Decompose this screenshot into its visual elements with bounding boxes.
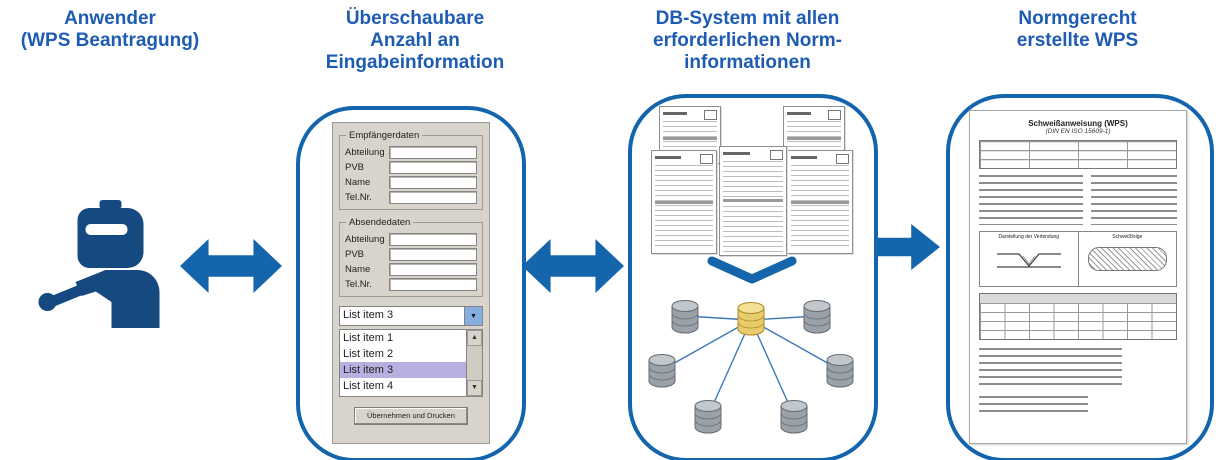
name-label: Name — [345, 264, 371, 275]
doc-title-bar — [663, 112, 688, 115]
sender-abteilung-input[interactable] — [389, 233, 477, 246]
sequence-section: Schweißfolge — [1077, 232, 1177, 286]
step-title-anwender: Anwender (WPS Beantragung) — [10, 8, 210, 52]
title-line: erstellte WPS — [1016, 30, 1139, 51]
group-legend: Absendedaten — [346, 217, 414, 228]
doc-title-bar — [791, 156, 818, 159]
list-item-selected[interactable]: List item 3 — [340, 362, 466, 378]
pvb-label: PVB — [345, 249, 365, 260]
list-item-listbox: List item 1 List item 2 List item 3 List… — [339, 329, 483, 397]
norm-document-thumbnail — [787, 150, 853, 254]
wps-parameters-table — [979, 293, 1177, 340]
database-network — [648, 300, 854, 434]
weld-sequence-diagram — [1087, 247, 1167, 271]
scroll-up-button[interactable]: ▲ — [467, 330, 482, 346]
title-line: Anzahl an — [370, 30, 460, 51]
wps-diagrams: Darstellung der Verbindung Schweißfolge — [979, 231, 1177, 287]
recipient-pvb-input[interactable] — [389, 161, 477, 174]
listbox-items: List item 1 List item 2 List item 3 List… — [340, 330, 466, 396]
wps-subtitle: (DIN EN ISO 15609-1) — [1045, 128, 1111, 135]
wps-document: Schweißanweisung (WPS) (DIN EN ISO 15609… — [969, 110, 1187, 444]
recipient-telnr-input[interactable] — [389, 191, 477, 204]
joint-section-caption: Darstellung der Verbindung — [998, 234, 1060, 240]
doc-text-lines — [723, 161, 783, 252]
recipient-name-input[interactable] — [389, 176, 477, 189]
din-logo-box — [704, 110, 717, 120]
doc-title-bar — [655, 156, 682, 159]
listbox-scrollbar[interactable]: ▲ ▼ — [466, 330, 482, 396]
database-icon — [803, 300, 831, 334]
wps-text-block — [979, 396, 1088, 412]
input-form-panel: Empfängerdaten Abteilung PVB Name Tel.Nr… — [296, 106, 526, 460]
group-legend: Empfängerdaten — [346, 130, 423, 141]
wps-header-table — [979, 140, 1177, 169]
database-icon — [694, 400, 722, 434]
title-line: informationen — [684, 52, 811, 73]
database-icon — [780, 400, 808, 434]
list-item-combobox[interactable]: List item 3 ▼ — [339, 306, 483, 326]
abteilung-label: Abteilung — [345, 147, 385, 158]
weld-joint-diagram — [996, 253, 1061, 268]
sequence-section-caption: Schweißfolge — [1112, 234, 1143, 240]
database-icon — [648, 354, 676, 388]
din-logo-box — [828, 110, 841, 120]
telnr-label: Tel.Nr. — [345, 279, 372, 290]
db-system-panel — [628, 94, 878, 460]
chevron-down-icon — [707, 256, 797, 284]
scroll-down-button[interactable]: ▼ — [467, 380, 482, 396]
abteilung-label: Abteilung — [345, 234, 385, 245]
doc-title-bar — [723, 152, 750, 155]
title-line: Anwender — [64, 8, 156, 29]
double-arrow-icon — [180, 239, 282, 293]
step-title-wps: Normgerecht erstellte WPS — [960, 8, 1195, 52]
sender-telnr-input[interactable] — [389, 278, 477, 291]
wps-info-block — [979, 175, 1177, 225]
empfaengerdaten-group: Empfängerdaten Abteilung PVB Name Tel.Nr… — [339, 130, 483, 210]
step-title-eingabe: Überschaubare Anzahl an Eingabeinformati… — [300, 8, 530, 74]
doc-text-lines — [791, 165, 849, 250]
din-logo-box — [836, 154, 849, 164]
sender-name-input[interactable] — [389, 263, 477, 276]
wps-text-lines — [979, 175, 1083, 225]
doc-text-lines — [655, 165, 713, 250]
absendedaten-group: Absendedaten Abteilung PVB Name Tel.Nr. — [339, 217, 483, 297]
title-line: Normgerecht — [1018, 8, 1137, 29]
list-item[interactable]: List item 1 — [343, 332, 394, 344]
right-arrow-icon — [876, 224, 940, 270]
list-item[interactable]: List item 2 — [343, 348, 394, 360]
step-title-db-system: DB-System mit allen erforderlichen Norm-… — [615, 8, 880, 74]
double-arrow-icon — [522, 239, 624, 293]
din-logo-box — [700, 154, 713, 164]
welder-icon — [38, 200, 160, 328]
telnr-label: Tel.Nr. — [345, 192, 372, 203]
title-line: Eingabeinformation — [325, 52, 505, 73]
title-line: (WPS Beantragung) — [20, 30, 200, 51]
norm-document-thumbnail — [651, 150, 717, 254]
recipient-abteilung-input[interactable] — [389, 146, 477, 159]
wps-text-block — [979, 348, 1122, 388]
database-icon — [826, 354, 854, 388]
address-form-window: Empfängerdaten Abteilung PVB Name Tel.Nr… — [332, 122, 490, 444]
central-database-icon — [737, 302, 765, 336]
wps-title: Schweißanweisung (WPS) — [1028, 119, 1128, 128]
database-icon — [671, 300, 699, 334]
chevron-down-icon: ▼ — [470, 312, 477, 320]
doc-title-bar — [787, 112, 812, 115]
title-line: DB-System mit allen — [655, 8, 840, 29]
combobox-dropdown-button[interactable]: ▼ — [464, 307, 482, 325]
uebernehmen-drucken-button[interactable]: Übernehmen und Drucken — [354, 407, 468, 425]
wps-text-lines — [1090, 175, 1177, 225]
name-label: Name — [345, 177, 371, 188]
title-line: Überschaubare — [345, 8, 485, 29]
list-item[interactable]: List item 4 — [343, 380, 394, 392]
norm-document-thumbnail — [719, 146, 787, 256]
sender-pvb-input[interactable] — [389, 248, 477, 261]
title-line: erforderlichen Norm- — [653, 30, 842, 51]
wps-output-panel: Schweißanweisung (WPS) (DIN EN ISO 15609… — [946, 94, 1214, 460]
combobox-value: List item 3 — [343, 309, 394, 321]
din-logo-box — [770, 150, 783, 160]
joint-section: Darstellung der Verbindung — [980, 232, 1078, 286]
pvb-label: PVB — [345, 162, 365, 173]
